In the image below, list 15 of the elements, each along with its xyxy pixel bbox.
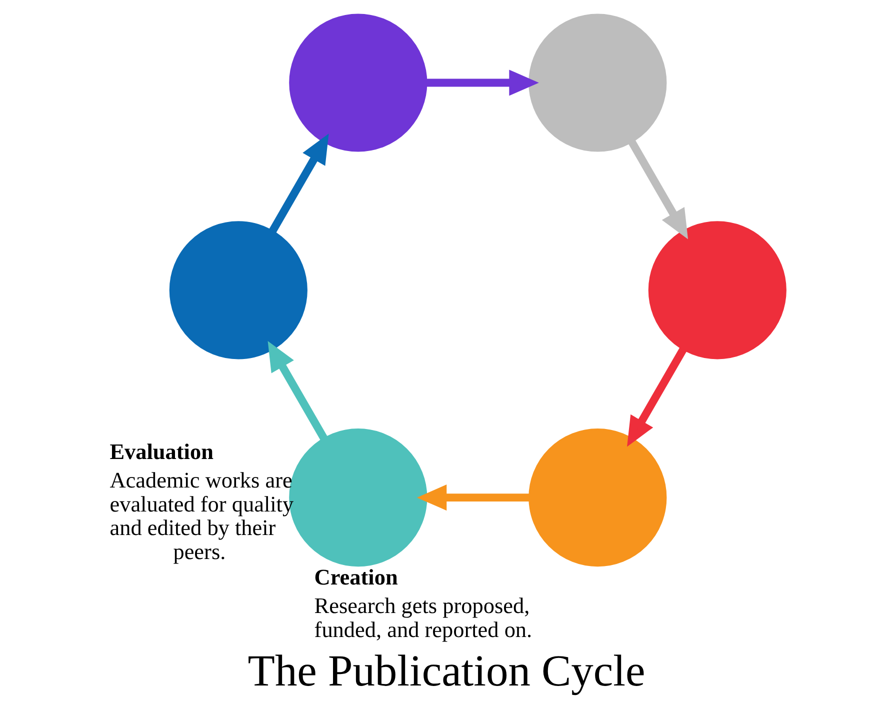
arrow: [267, 341, 327, 440]
node-circle: [288, 14, 427, 152]
arrow: [628, 140, 688, 240]
node-circle: [168, 221, 307, 360]
node-circle: [528, 14, 666, 152]
node-label: Creation: [314, 564, 398, 590]
arrow: [268, 134, 328, 233]
arrow: [416, 484, 528, 511]
node-label: Evaluation: [109, 438, 213, 464]
arrow: [426, 70, 538, 96]
node-circle: [648, 221, 786, 360]
node-circle: [528, 428, 666, 567]
arrow: [626, 348, 686, 447]
diagram-title: The Publication Cycle: [247, 646, 645, 696]
node-label: Research gets proposed, funded, and reported on.: [314, 592, 532, 642]
